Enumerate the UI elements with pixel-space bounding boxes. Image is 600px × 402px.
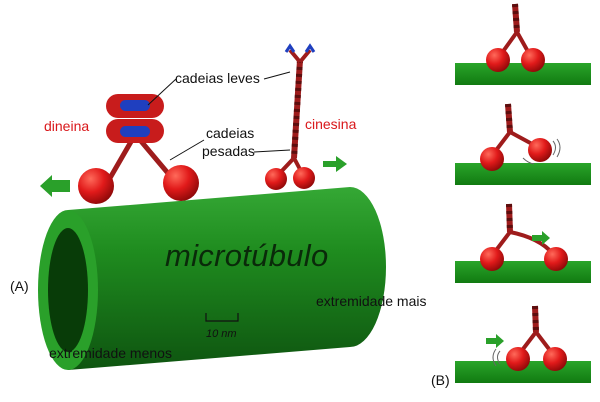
dynein-head-left (78, 168, 114, 204)
plus-direction-arrow-icon (323, 156, 347, 172)
light-chain-bottom (120, 126, 150, 137)
kinesin-motor (265, 43, 316, 190)
light-chains-pointer (147, 78, 177, 106)
step-arrow-icon (486, 334, 504, 348)
light-chain-top (120, 100, 150, 111)
minus-end-label: extremidade menos (49, 345, 172, 361)
heavy-chains-pointer-kinesin (253, 149, 291, 153)
microtubule-label: microtúbulo (165, 238, 329, 273)
minus-direction-arrow-icon (40, 175, 70, 197)
dynein-motor (78, 94, 199, 204)
microtubule (38, 187, 386, 370)
heavy-chains-label-line2: pesadas (202, 143, 255, 159)
step-3 (455, 203, 591, 283)
light-chains-label: cadeias leves (175, 70, 260, 86)
dynein-head-right (163, 165, 199, 201)
scale-bar-label: 10 nm (206, 328, 237, 340)
kinesin-label: cinesina (305, 116, 357, 132)
panel-a-label: (A) (10, 278, 29, 294)
kinesin-head-right (293, 167, 315, 189)
scale-bracket (205, 313, 239, 322)
panel-b-label: (B) (431, 372, 450, 388)
step-4 (455, 305, 591, 383)
kinesin-head-left (265, 168, 287, 190)
heavy-chains-pointer (169, 139, 205, 161)
plus-end-label: extremidade mais (316, 293, 427, 309)
light-chains-pointer-kinesin (263, 71, 291, 80)
step-2 (455, 103, 591, 185)
step-arrow-icon (532, 231, 550, 245)
step-1 (455, 3, 591, 85)
dynein-label: dineina (44, 118, 90, 134)
heavy-chains-label-line1: cadeias (206, 125, 255, 141)
